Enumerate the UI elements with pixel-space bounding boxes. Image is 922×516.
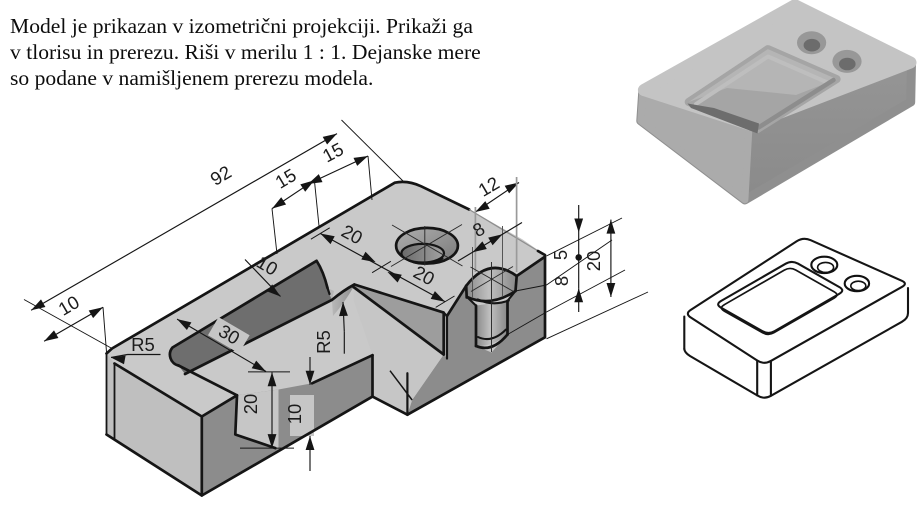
svg-text:R5: R5 xyxy=(131,334,155,355)
svg-text:15: 15 xyxy=(319,138,347,166)
svg-text:R5: R5 xyxy=(313,330,334,354)
svg-text:92: 92 xyxy=(207,161,235,190)
svg-text:8: 8 xyxy=(551,276,572,286)
svg-text:5: 5 xyxy=(550,250,571,260)
svg-text:20: 20 xyxy=(240,394,261,415)
svg-text:20: 20 xyxy=(583,251,604,272)
svg-text:10: 10 xyxy=(55,291,83,320)
svg-text:10: 10 xyxy=(284,404,305,425)
